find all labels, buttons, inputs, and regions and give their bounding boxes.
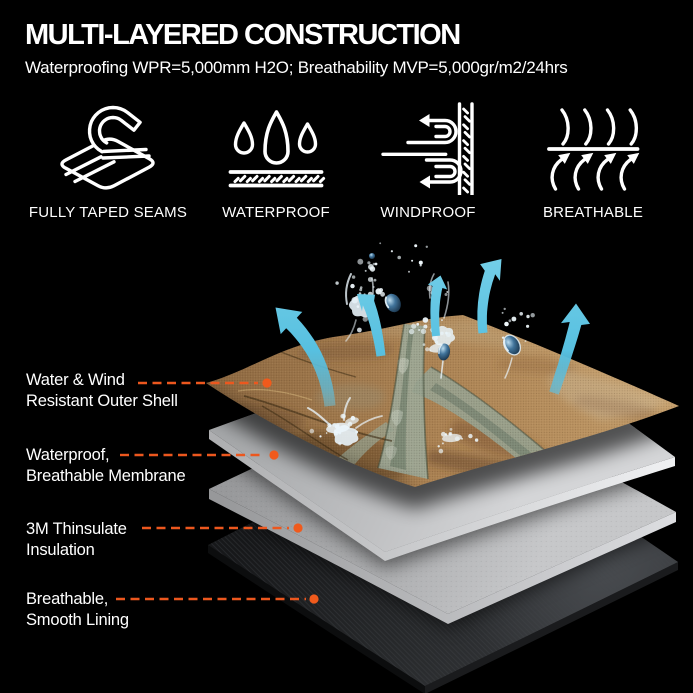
callout-lines bbox=[116, 381, 306, 601]
taped-seams-icon bbox=[60, 105, 155, 190]
water-splashes bbox=[307, 242, 535, 454]
label-line: Water & Wind bbox=[26, 370, 125, 389]
page-subtitle: Waterproofing WPR=5,000mm H2O; Breathabi… bbox=[25, 58, 568, 77]
water-droplets bbox=[369, 253, 522, 361]
feature-label: FULLY TAPED SEAMS bbox=[28, 204, 188, 221]
arrow-up-2 bbox=[357, 294, 386, 357]
callout-dots bbox=[262, 378, 319, 604]
page-title: MULTI-LAYERED CONSTRUCTION bbox=[25, 19, 461, 51]
arrow-up-1 bbox=[275, 307, 336, 407]
label-line: Breathable Membrane bbox=[26, 466, 186, 485]
label-membrane: Waterproof, Breathable Membrane bbox=[26, 445, 186, 487]
label-line: Waterproof, bbox=[26, 445, 110, 464]
windproof-icon bbox=[381, 102, 474, 195]
callout-dot-lining bbox=[309, 594, 319, 604]
feature-label: WINDPROOF bbox=[380, 204, 476, 221]
splash-top bbox=[374, 242, 428, 273]
feature-taped-seams: FULLY TAPED SEAMS bbox=[29, 101, 187, 220]
callout-dot-membrane bbox=[269, 450, 279, 460]
arrow-up-5 bbox=[549, 303, 590, 395]
callout-dot-outer-shell bbox=[262, 378, 272, 388]
waterproof-icon bbox=[228, 110, 326, 188]
feature-windproof: WINDPROOF bbox=[373, 101, 483, 220]
label-line: Breathable, bbox=[26, 589, 109, 608]
feature-breathable: BREATHABLE bbox=[538, 101, 648, 220]
label-line: Smooth Lining bbox=[26, 610, 129, 629]
label-lining: Breathable, Smooth Lining bbox=[26, 589, 129, 631]
label-line: 3M Thinsulate bbox=[26, 519, 127, 538]
breathable-icon bbox=[547, 108, 640, 191]
arrow-up-4 bbox=[477, 259, 502, 334]
feature-label: WATERPROOF bbox=[222, 204, 330, 221]
breathability-arrows bbox=[275, 259, 590, 407]
callout-dot-insulation bbox=[293, 523, 303, 533]
arrow-up-3 bbox=[427, 275, 448, 337]
label-line: Resistant Outer Shell bbox=[26, 391, 178, 410]
label-line: Insulation bbox=[26, 540, 95, 559]
feature-waterproof: WATERPROOF bbox=[221, 101, 331, 220]
feature-label: BREATHABLE bbox=[542, 204, 644, 221]
